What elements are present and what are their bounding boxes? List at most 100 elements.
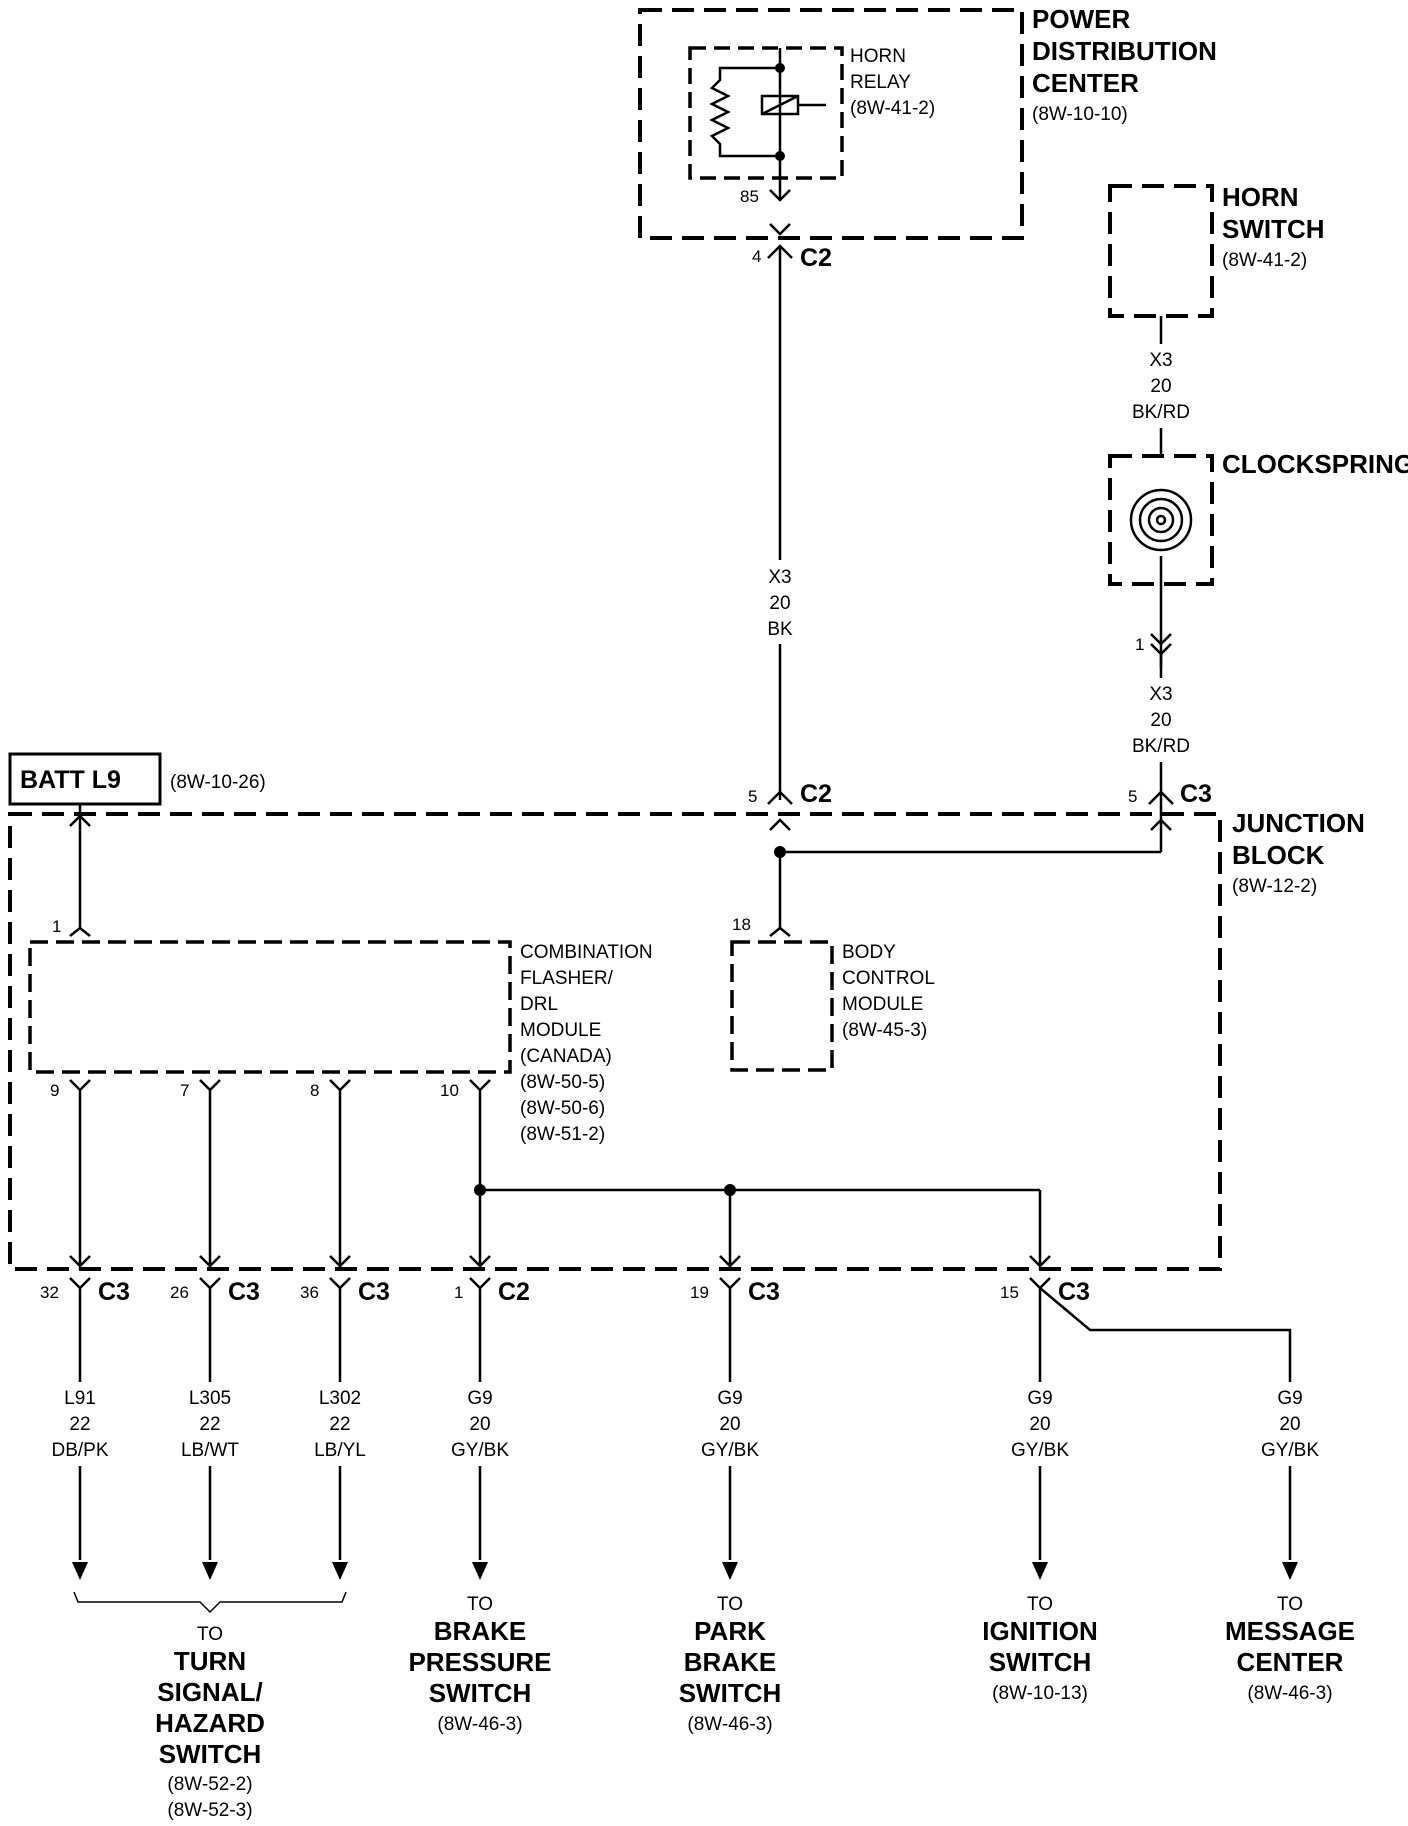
horn-switch: HORN SWITCH (8W-41-2) [1108,182,1325,318]
wire-g9-d-2: 20 [1279,1414,1300,1435]
pdc-output-connector: 4 C2 [752,244,832,272]
destination-park-brake: TO PARK BRAKE SWITCH (8W-46-3) [679,1594,782,1735]
out-conn-32: C3 [98,1278,130,1306]
pdc-title-line3: CENTER [1032,68,1139,98]
junction-block-title-1: JUNCTION [1232,808,1365,838]
message-center-ref: (8W-46-3) [1247,1683,1332,1704]
flasher-pin-9: 9 [50,1081,59,1100]
clockspring-title: CLOCKSPRING [1222,449,1408,479]
wire-l302-3: LB/YL [314,1440,366,1461]
turn-signal-ref-1: (8W-52-2) [167,1774,252,1795]
horn-relay-pin: 85 [740,187,759,206]
park-brake-line-1: PARK [694,1616,766,1646]
park-brake-line-3: SWITCH [679,1678,782,1708]
jb-input-right-connector: C3 [1180,780,1212,808]
output-wire-labels: L91 22 DB/PK L305 22 LB/WT L302 22 LB/YL… [40,1382,1330,1466]
ignition-to: TO [1027,1594,1053,1615]
wire-g9-d-3: GY/BK [1261,1440,1319,1461]
jb-input-right: 5 C3 [1128,780,1212,831]
wire-g9-c-2: 20 [1029,1414,1050,1435]
out-pin-26: 26 [170,1283,189,1302]
pdc-title-line2: DISTRIBUTION [1032,36,1217,66]
out-pin-19: 19 [690,1283,709,1302]
bcm-pin: 18 [732,915,751,934]
out-pin-1: 1 [454,1283,463,1302]
brake-pressure-line-3: SWITCH [429,1678,532,1708]
junction-block: JUNCTION BLOCK (8W-12-2) [8,808,1365,1271]
flasher-pin-top: 1 [52,917,61,936]
bcm-label-2: CONTROL [842,968,935,989]
jb-input-right-pin: 5 [1128,787,1137,806]
horn-relay-label-2: RELAY [850,72,911,93]
horn-relay: HORN RELAY (8W-41-2) 85 [688,46,935,236]
flasher-label-2: FLASHER/ [520,968,614,989]
destination-turn-signal: TO TURN SIGNAL/ HAZARD SWITCH (8W-52-2) … [73,1591,347,1821]
wire-l91-1: L91 [64,1388,96,1409]
wire-g9-c-1: G9 [1027,1388,1052,1409]
clockspring: CLOCKSPRING 1 [1108,449,1408,668]
wire-label-x3-bkrd-top: X3 20 BK/RD [1125,344,1197,428]
out-pin-15: 15 [1000,1283,1019,1302]
ignition-line-2: SWITCH [989,1647,1092,1677]
park-brake-line-2: BRAKE [684,1647,776,1677]
horn-relay-label-1: HORN [850,46,906,67]
wire-l305-1: L305 [189,1388,231,1409]
pdc-title-line1: POWER [1032,4,1130,34]
turn-signal-line-4: SWITCH [159,1739,262,1769]
pdc-ref: (8W-10-10) [1032,104,1128,125]
destination-ignition: TO IGNITION SWITCH (8W-10-13) [982,1594,1098,1704]
flasher-label-8: (8W-51-2) [520,1124,605,1145]
flasher-label-1: COMBINATION [520,942,653,963]
message-center-to: TO [1277,1594,1303,1615]
ignition-ref: (8W-10-13) [992,1683,1088,1704]
batt-ref: (8W-10-26) [170,772,266,793]
body-control-module: 18 BODY CONTROL MODULE (8W-45-3) [730,915,935,1072]
wire-l305-2: 22 [199,1414,220,1435]
wire-g9-a-3: GY/BK [451,1440,509,1461]
wire-x3-bkrd-bottom-3: BK/RD [1132,736,1190,757]
horn-switch-title-2: SWITCH [1222,214,1325,244]
brake-pressure-ref: (8W-46-3) [437,1714,522,1735]
turn-signal-to: TO [197,1624,223,1645]
brake-pressure-line-1: BRAKE [434,1616,526,1646]
batt-feed: BATT L9 (8W-10-26) [8,752,266,806]
wire-x3-bk-2: 20 [769,593,790,614]
wire-g9-b-1: G9 [717,1388,742,1409]
out-conn-36: C3 [358,1278,390,1306]
wire-g9-b-2: 20 [719,1414,740,1435]
out-pin-32: 32 [40,1283,59,1302]
jb-input-left-connector: C2 [800,780,832,808]
horn-relay-label-3: (8W-41-2) [850,98,935,119]
turn-signal-line-1: TURN [174,1646,246,1676]
output-connector-labels: 32 C3 26 C3 36 C3 1 C2 19 C3 15 C3 [40,1278,1090,1306]
out-conn-15: C3 [1058,1278,1090,1306]
jb-input-left-pin: 5 [748,787,757,806]
flasher-pin-7: 7 [180,1081,189,1100]
park-brake-ref: (8W-46-3) [687,1714,772,1735]
out-conn-26: C3 [228,1278,260,1306]
ignition-line-1: IGNITION [982,1616,1098,1646]
jb-input-left: 5 C2 [748,780,832,831]
clockspring-icon [1129,488,1193,552]
wire-x3-bk-1: X3 [768,567,791,588]
wire-l302-1: L302 [319,1388,361,1409]
combination-flasher-module: 1 COMBINATION FLASHER/ DRL MODULE (CANAD… [28,917,653,1145]
flasher-label-5: (CANADA) [520,1046,612,1067]
wire-g9-a-1: G9 [467,1388,492,1409]
junction-block-title-2: BLOCK [1232,840,1325,870]
wire-g9-c-3: GY/BK [1011,1440,1069,1461]
wire-l91-3: DB/PK [51,1440,108,1461]
bcm-label-3: MODULE [842,994,923,1015]
park-brake-to: TO [717,1594,743,1615]
turn-signal-ref-2: (8W-52-3) [167,1800,252,1821]
pdc-output-pin: 4 [752,247,761,266]
message-center-line-2: CENTER [1237,1647,1344,1677]
flasher-label-3: DRL [520,994,558,1015]
wire-x3-bk-3: BK [767,619,793,640]
wire-g9-d-1: G9 [1277,1388,1302,1409]
flasher-label-6: (8W-50-5) [520,1072,605,1093]
flasher-label-4: MODULE [520,1020,601,1041]
flasher-pin-8: 8 [310,1081,319,1100]
output-columns [69,1079,1298,1580]
